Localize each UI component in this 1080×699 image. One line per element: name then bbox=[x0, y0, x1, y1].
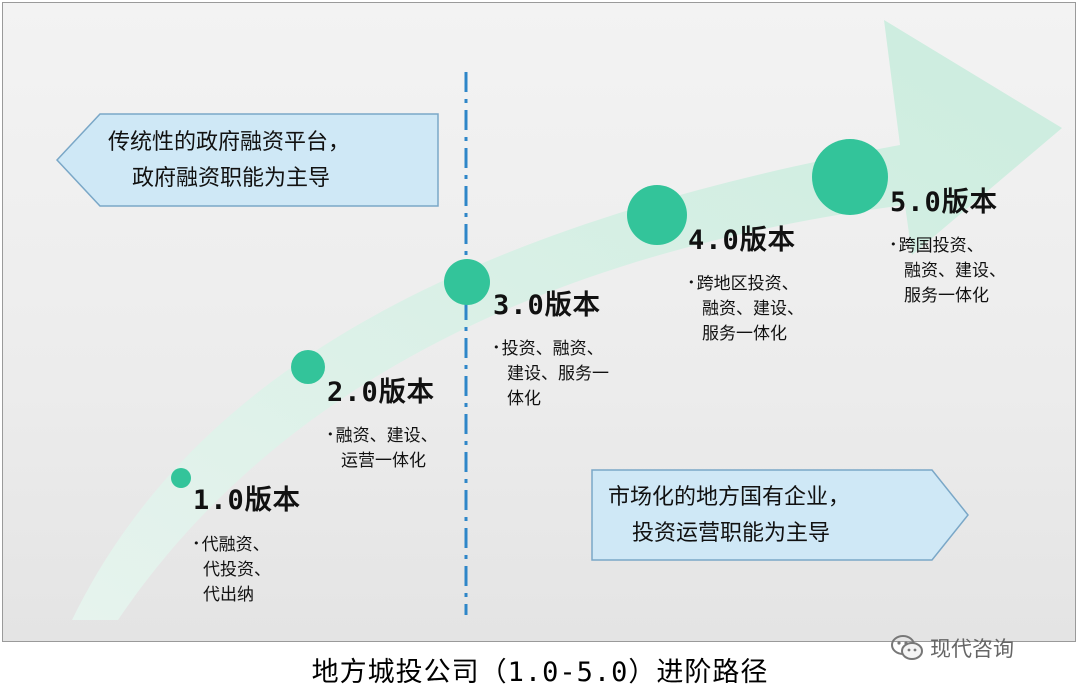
milestone-circle-1 bbox=[171, 468, 191, 488]
right-callout-shape bbox=[591, 469, 969, 561]
stage-5-items: •跨国投资、 融资、建设、 服务一体化 bbox=[890, 232, 1006, 309]
list-item: 体化 bbox=[507, 389, 541, 409]
list-item: 代出纳 bbox=[203, 585, 254, 605]
list-item: 运营一体化 bbox=[341, 451, 426, 471]
stage-2-items: •融资、建设、 运营一体化 bbox=[327, 422, 438, 474]
watermark-text: 现代咨询 bbox=[930, 637, 1014, 661]
wechat-icon bbox=[891, 635, 923, 660]
milestone-circle-3 bbox=[444, 259, 490, 305]
stage-3-title: 3.0版本 bbox=[493, 290, 601, 321]
list-item: 融资、建设、 bbox=[904, 261, 1006, 281]
left-callout-shape bbox=[55, 113, 439, 207]
list-item: •代融资、 bbox=[193, 535, 270, 555]
list-item: 融资、建设、 bbox=[702, 299, 804, 319]
right-callout-line-1: 市场化的地方国有企业， bbox=[608, 485, 851, 510]
list-item: 服务一体化 bbox=[904, 286, 989, 306]
stage-1-title: 1.0版本 bbox=[193, 485, 301, 516]
stage-4-title: 4.0版本 bbox=[688, 225, 796, 256]
list-item: 建设、服务一 bbox=[507, 364, 609, 384]
list-item: 代投资、 bbox=[203, 560, 271, 580]
stage-5-title: 5.0版本 bbox=[890, 187, 998, 218]
milestone-circle-5 bbox=[812, 139, 888, 215]
list-item: 服务一体化 bbox=[702, 324, 787, 344]
left-callout-line-2: 政府融资职能为主导 bbox=[132, 166, 331, 191]
list-item: •跨国投资、 bbox=[890, 236, 984, 256]
list-item: •投资、融资、 bbox=[493, 339, 604, 359]
right-callout-line-2: 投资运营职能为主导 bbox=[632, 521, 831, 546]
milestone-circle-4 bbox=[627, 185, 687, 245]
diagram-caption: 地方城投公司（1.0-5.0）进阶路径 bbox=[311, 657, 769, 688]
list-item: •融资、建设、 bbox=[327, 426, 438, 446]
stage-4-items: •跨地区投资、 融资、建设、 服务一体化 bbox=[688, 270, 804, 347]
stage-1-items: •代融资、 代投资、 代出纳 bbox=[193, 531, 271, 608]
watermark: 现代咨询 bbox=[890, 633, 1014, 663]
left-callout-line-1: 传统性的政府融资平台， bbox=[108, 130, 351, 155]
milestone-circle-2 bbox=[291, 350, 325, 384]
list-item: •跨地区投资、 bbox=[688, 274, 799, 294]
stage-3-items: •投资、融资、 建设、服务一 体化 bbox=[493, 335, 609, 412]
stage-2-title: 2.0版本 bbox=[327, 377, 435, 408]
